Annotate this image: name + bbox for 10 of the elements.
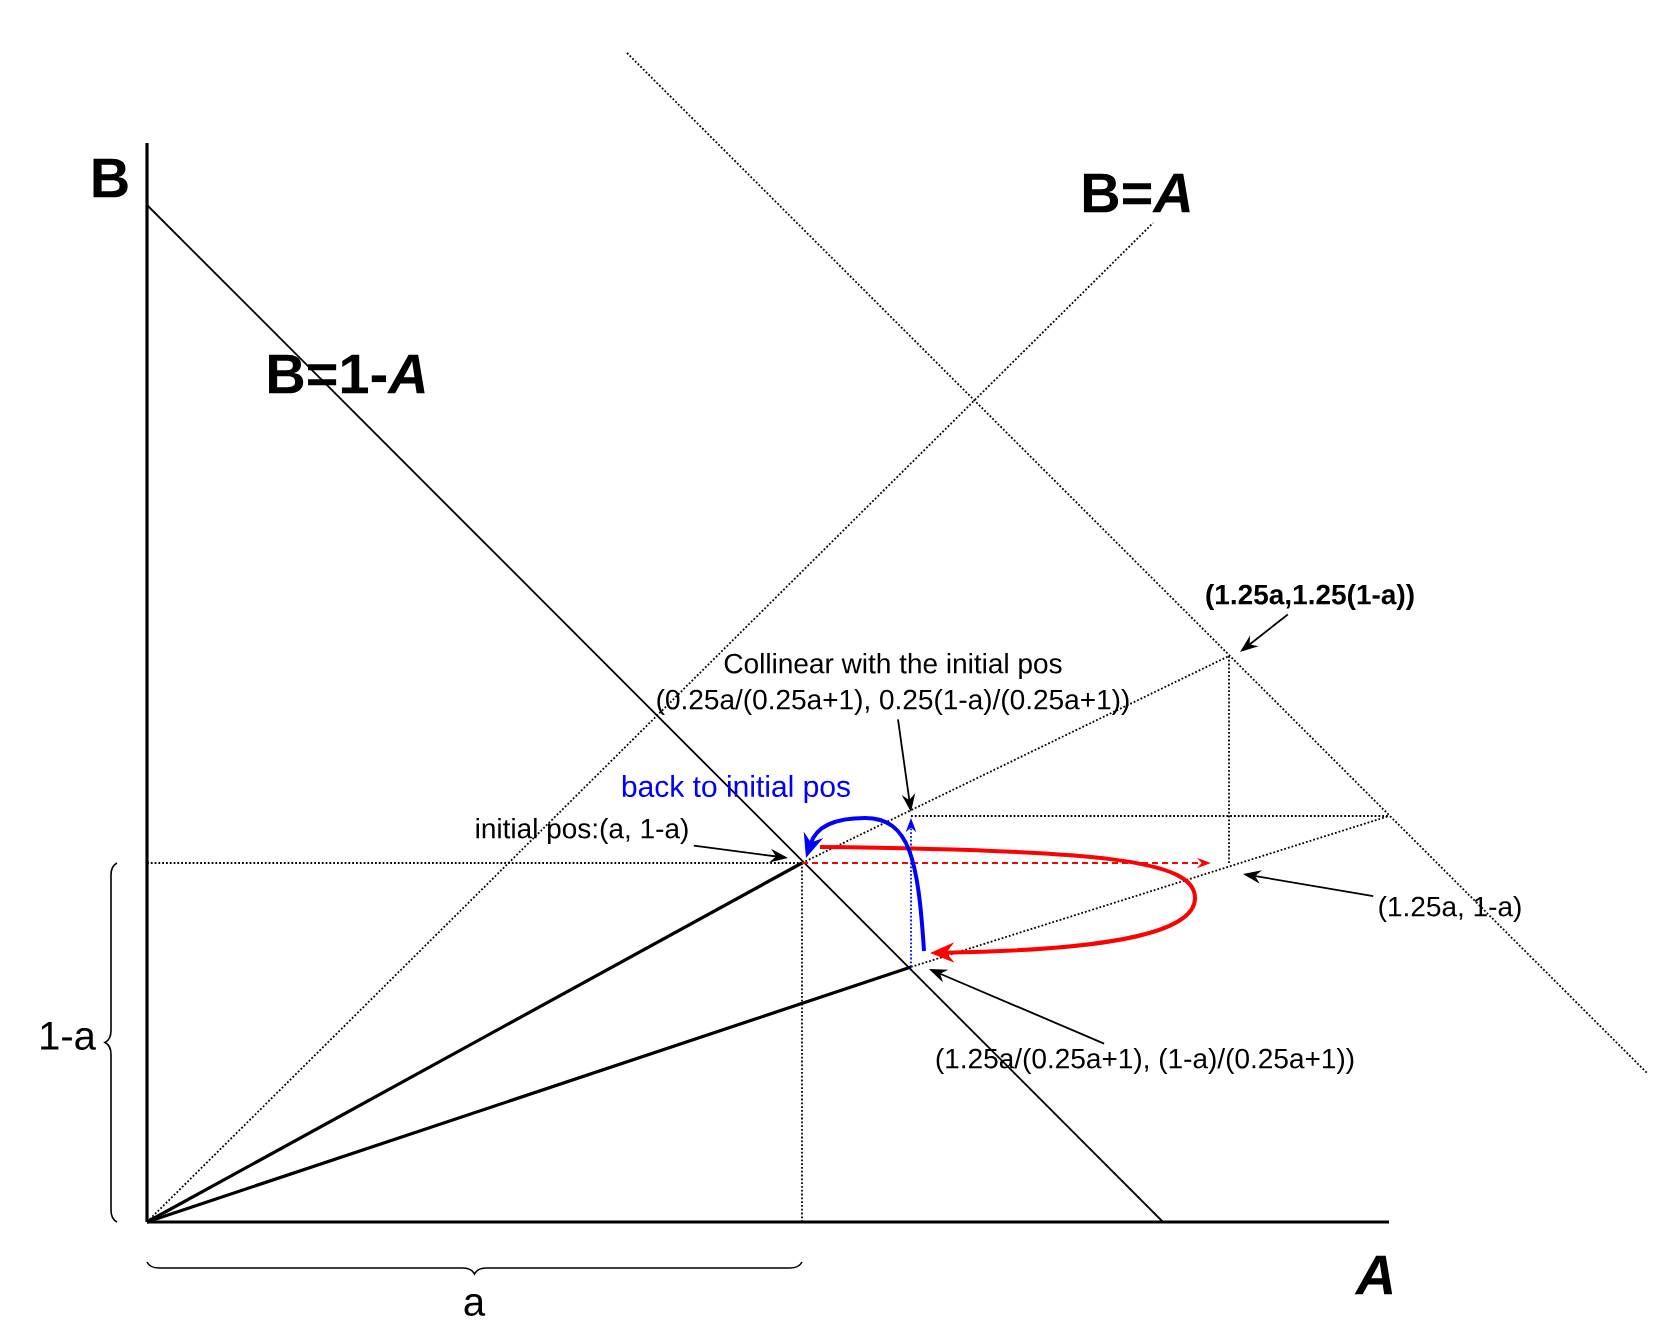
axis-label: A: [1354, 1255, 1393, 1295]
point-label: (1.25a, 1-a): [1379, 895, 1521, 923]
point-label: initial pos:(a, 1-a): [476, 817, 688, 845]
axis-label: B: [93, 158, 128, 198]
dimension-label: a: [464, 1294, 486, 1316]
point-label: Collinear with the initial pos (0.25a/(0.25a+1), 0.25(1-a)/(0.25a+1)): [657, 652, 1129, 716]
line-label: B=A: [1083, 173, 1190, 213]
point-label: (1.25a,1.25(1-a)): [1206, 583, 1414, 611]
path-label: back to initial pos: [622, 775, 850, 803]
dimension-label: 1-a: [41, 1022, 96, 1050]
